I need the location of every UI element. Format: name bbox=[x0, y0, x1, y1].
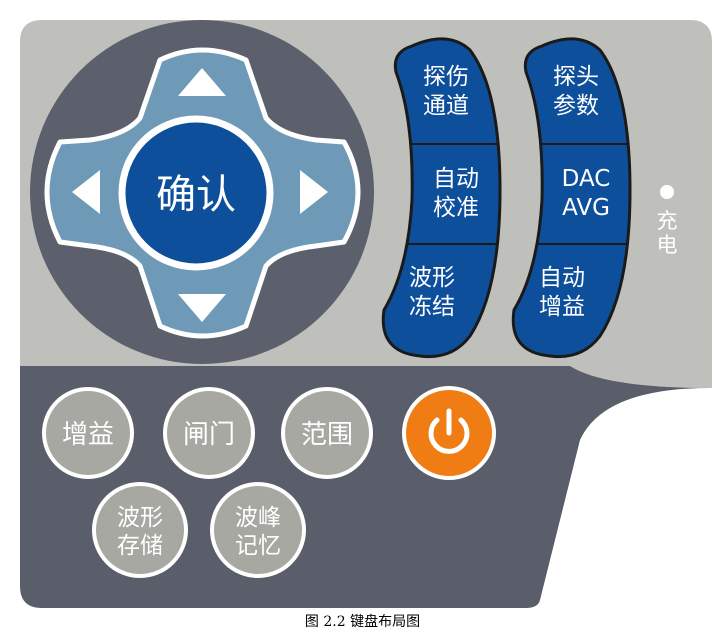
charge-label-line1: 充 bbox=[657, 209, 678, 233]
left-button-column: 探伤 通道 自动 校准 波形 冻结 bbox=[381, 37, 502, 359]
triangle-right-icon[interactable] bbox=[300, 170, 328, 214]
gain-label: 增益 bbox=[62, 420, 114, 450]
channel-label-line2: 通道 bbox=[423, 93, 469, 119]
right-column-shape bbox=[511, 37, 632, 359]
gate-button-shape bbox=[163, 387, 255, 479]
probe-label-line2: 参数 bbox=[553, 93, 599, 119]
gain-button[interactable]: 增益 bbox=[42, 387, 134, 479]
channel-button[interactable]: 探伤 通道 bbox=[423, 64, 469, 119]
probe-params-button[interactable]: 探头 参数 bbox=[553, 64, 599, 119]
triangle-down-icon[interactable] bbox=[178, 294, 226, 322]
freeze-label-line2: 冻结 bbox=[409, 294, 455, 320]
waveform-store-button[interactable]: 波形 存储 bbox=[92, 482, 188, 578]
power-button[interactable] bbox=[402, 386, 496, 480]
dac-label-line2: AVG bbox=[562, 195, 610, 221]
triangle-up-icon[interactable] bbox=[178, 68, 226, 96]
auto-gain-button[interactable]: 自动 增益 bbox=[539, 265, 585, 320]
waveform-store-shape bbox=[92, 482, 188, 578]
probe-label-line1: 探头 bbox=[553, 64, 599, 90]
auto-gain-label-line2: 增益 bbox=[539, 294, 585, 320]
gate-button[interactable]: 闸门 bbox=[163, 387, 255, 479]
triangle-left-icon[interactable] bbox=[72, 170, 100, 214]
left-column-shape bbox=[381, 37, 502, 359]
gain-button-shape bbox=[42, 387, 134, 479]
figure-caption: 图 2.2 键盘布局图 bbox=[304, 614, 421, 630]
channel-label-line1: 探伤 bbox=[423, 64, 469, 90]
peak-memory-label-line1: 波峰 bbox=[235, 505, 281, 531]
gate-label: 闸门 bbox=[183, 420, 235, 450]
range-label: 范围 bbox=[301, 420, 353, 450]
charge-label-line2: 电 bbox=[657, 233, 678, 257]
range-button-shape bbox=[281, 387, 373, 479]
confirm-button[interactable] bbox=[118, 115, 274, 271]
peak-memory-label-line2: 记忆 bbox=[235, 533, 281, 559]
auto-calibrate-label-line2: 校准 bbox=[433, 195, 479, 221]
waveform-store-label-line2: 存储 bbox=[117, 533, 163, 559]
auto-calibrate-button[interactable]: 自动 校准 bbox=[433, 166, 479, 221]
right-button-column: 探头 参数 DAC AVG 自动 增益 bbox=[511, 37, 632, 359]
dac-avg-button[interactable]: DAC AVG bbox=[562, 166, 611, 221]
auto-gain-label-line1: 自动 bbox=[539, 265, 585, 291]
peak-memory-shape bbox=[210, 482, 306, 578]
range-button[interactable]: 范围 bbox=[281, 387, 373, 479]
charge-led-icon bbox=[660, 185, 674, 199]
peak-memory-button[interactable]: 波峰 记忆 bbox=[210, 482, 306, 578]
charge-indicator: 充 电 bbox=[657, 185, 678, 257]
dac-label-line1: DAC bbox=[562, 166, 611, 192]
waveform-store-label-line1: 波形 bbox=[117, 505, 163, 531]
freeze-label-line1: 波形 bbox=[409, 265, 455, 291]
power-icon bbox=[428, 408, 470, 454]
freeze-waveform-button[interactable]: 波形 冻结 bbox=[409, 265, 455, 320]
dpad: 确认 bbox=[30, 20, 374, 364]
confirm-label: 确认 bbox=[156, 172, 236, 218]
auto-calibrate-label-line1: 自动 bbox=[433, 166, 479, 192]
